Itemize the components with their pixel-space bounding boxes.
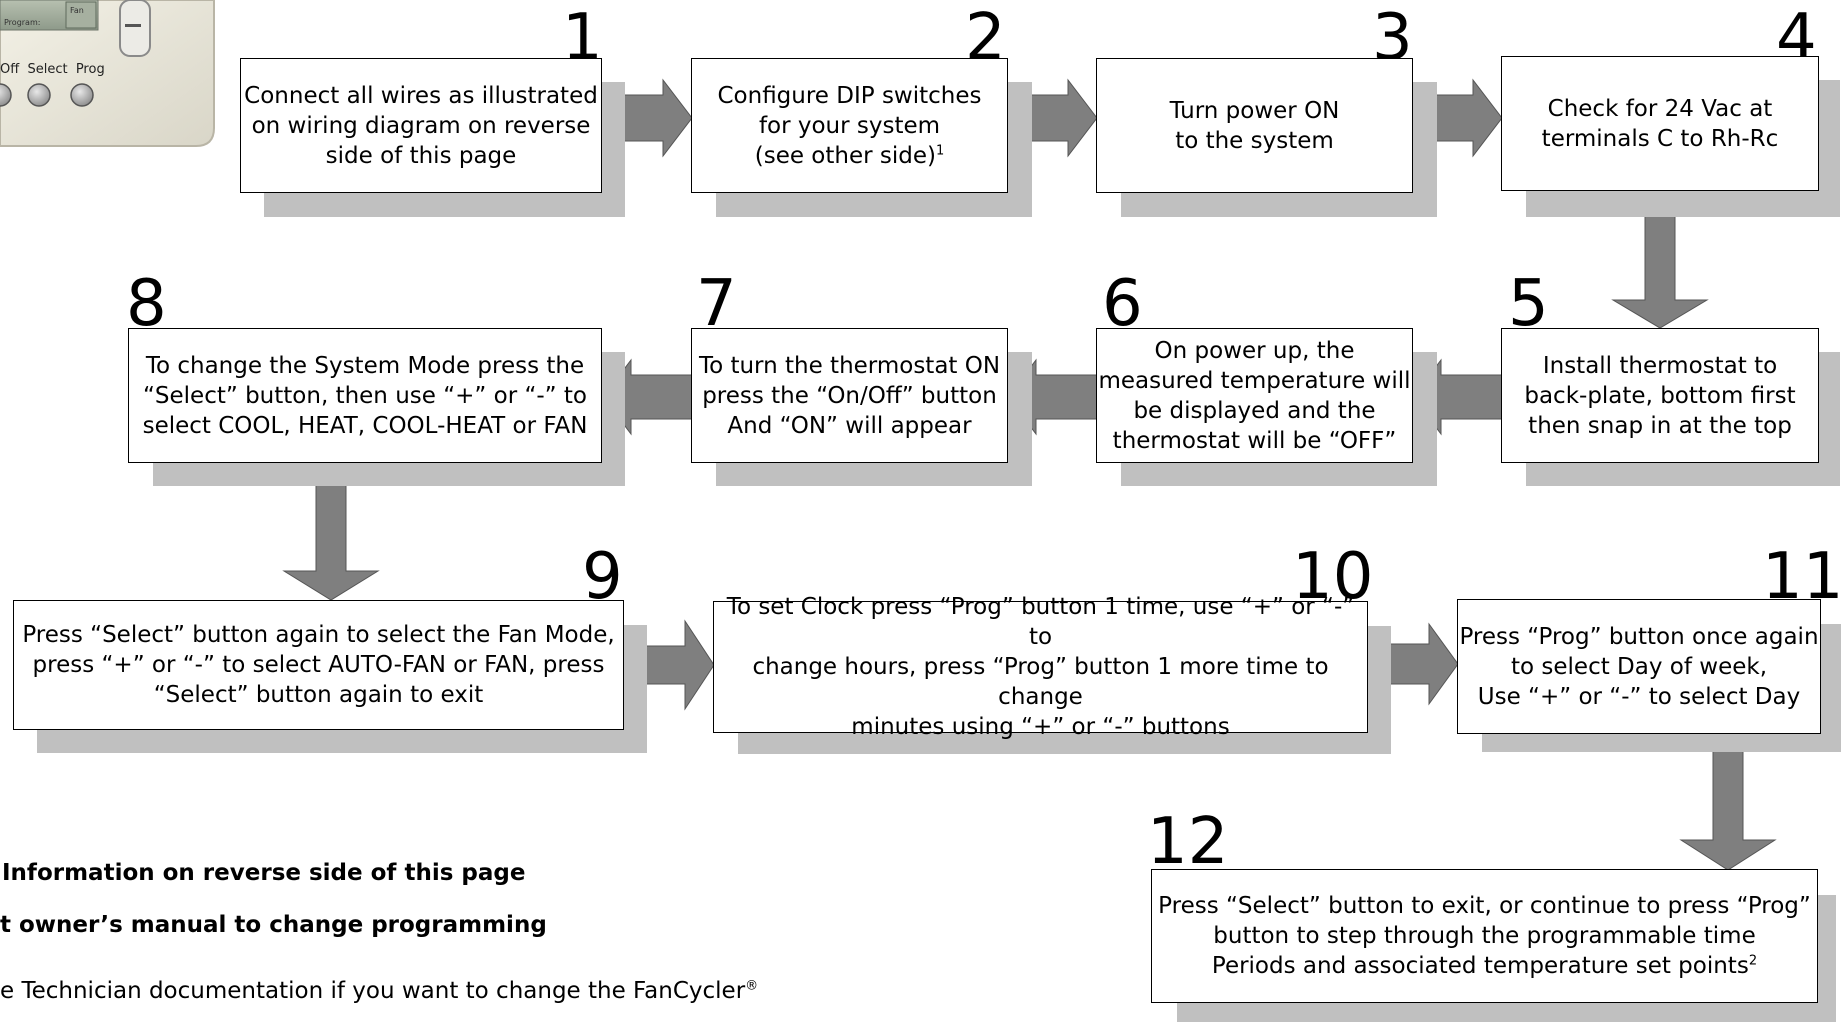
step-8-text: To change the System Mode press the “Sel… — [142, 352, 588, 439]
buttons-label: Off Select Prog — [0, 62, 105, 77]
step-4-text: Check for 24 Vac at terminals C to Rh-Rc — [1541, 95, 1779, 152]
arrow-11-12 — [1679, 733, 1777, 871]
step-11-number: 11 — [1762, 540, 1841, 614]
note-owner-manual: t owner’s manual to change programming — [0, 912, 547, 938]
display-text-program: Program: — [4, 18, 41, 27]
display-text-fan: Fan — [70, 6, 84, 15]
note-reverse-side: Information on reverse side of this page — [2, 860, 526, 886]
step-9-number: 9 — [582, 540, 623, 614]
step-6-text: On power up, the measured temperature wi… — [1098, 337, 1411, 454]
step-8-number: 8 — [126, 267, 167, 341]
note-technician-doc: e Technician documentation if you want t… — [0, 978, 758, 1004]
step-6-number: 6 — [1102, 267, 1143, 341]
step-12-text: Press “Select” button to exit, or contin… — [1158, 893, 1811, 979]
step-3-text: Turn power ON to the system — [1169, 97, 1340, 154]
step-1-text: Connect all wires as illustrated on wiri… — [244, 82, 598, 169]
step-6-box: On power up, the measured temperature wi… — [1096, 328, 1413, 463]
step-5-text: Install thermostat to back-plate, bottom… — [1524, 352, 1796, 439]
step-8-box: To change the System Mode press the “Sel… — [128, 328, 602, 463]
step-5-number: 5 — [1508, 267, 1549, 341]
step-5-box: Install thermostat to back-plate, bottom… — [1501, 328, 1819, 463]
step-3-box: Turn power ON to the system — [1096, 58, 1413, 193]
step-2-box: Configure DIP switches for your system (… — [691, 58, 1008, 193]
registered-mark: ® — [745, 978, 759, 994]
step-7-text: To turn the thermostat ON press the “On/… — [698, 352, 1001, 439]
step-7-number: 7 — [696, 267, 737, 341]
step-7-box: To turn the thermostat ON press the “On/… — [691, 328, 1008, 463]
step-12-box: Press “Select” button to exit, or contin… — [1151, 869, 1818, 1003]
step-10-text: To set Clock press “Prog” button 1 time,… — [726, 594, 1355, 740]
step-12-number: 12 — [1147, 805, 1229, 879]
step-9-text: Press “Select” button again to select th… — [22, 622, 615, 708]
step-10-box: To set Clock press “Prog” button 1 time,… — [713, 594, 1368, 740]
step-2-text: Configure DIP switches for your system (… — [717, 82, 982, 169]
step-1-box: Connect all wires as illustrated on wiri… — [240, 58, 602, 193]
step-12-footnote: 2 — [1748, 953, 1758, 969]
step-4-box: Check for 24 Vac at terminals C to Rh-Rc — [1501, 56, 1819, 191]
step-9-box: Press “Select” button again to select th… — [13, 600, 624, 730]
thermostat-illustration: Program: Fan Off Select Prog — [0, 0, 220, 148]
note-technician-text: e Technician documentation if you want t… — [0, 978, 746, 1004]
step-11-box: Press “Prog” button once again to select… — [1457, 599, 1821, 734]
step-11-text: Press “Prog” button once again to select… — [1459, 623, 1819, 710]
step-10-number: 10 — [1292, 540, 1374, 614]
step-2-footnote: 1 — [935, 142, 945, 158]
